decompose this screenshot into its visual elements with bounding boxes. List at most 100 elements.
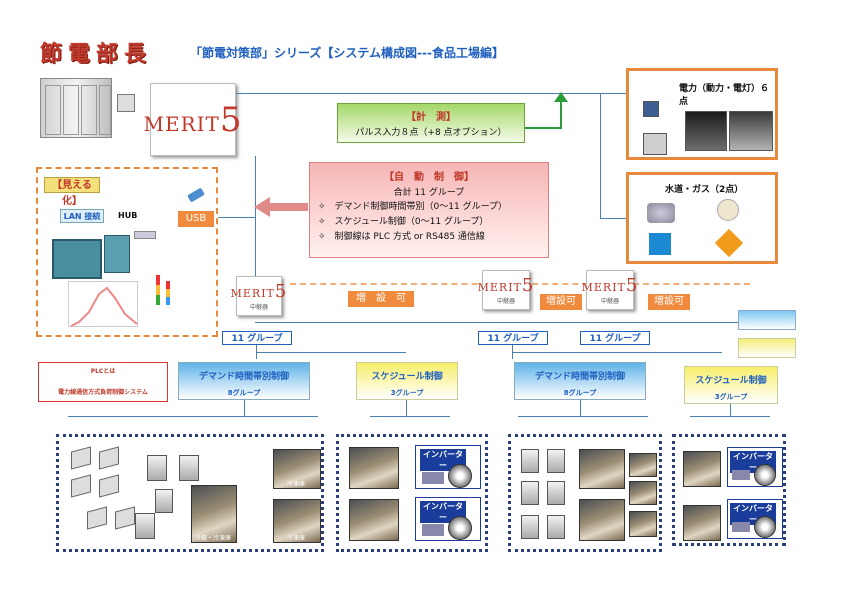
schedule-sub: 3グループ [714, 393, 748, 401]
inverter-box: インバーター [415, 497, 481, 541]
warehouse-photo [683, 451, 721, 487]
warehouse-photo [579, 449, 625, 489]
equipment-cabinet-icon [521, 481, 539, 505]
plc-title: PLCとは [90, 368, 116, 375]
connector-line [406, 400, 407, 416]
control-item: ✧ デマンド制御時間帯別（0～11 グループ） [318, 202, 508, 212]
equipment-group-3 [508, 434, 662, 552]
demand-sub: 8グループ [227, 389, 261, 397]
aircon-icon [99, 446, 119, 470]
arrow-head-icon [554, 92, 568, 102]
control-title: 【自 動 制 御】 [384, 172, 474, 183]
photo-caption: 冷凍庫 [287, 481, 306, 488]
faucet-icon [649, 233, 671, 255]
connector-line [512, 352, 722, 353]
lan-label: LAN 接続 [60, 209, 104, 223]
control-item: ✧ 制御線は PLC 方式 or RS485 通信線 [318, 232, 485, 242]
factory-photo [729, 111, 773, 151]
visual-connection-line [218, 217, 256, 218]
water-gas-box: 水道・ガス（2点） [626, 172, 778, 264]
visualization-box: 【見える化】 LAN 接続 HUB USB [36, 167, 218, 337]
aircon-icon [71, 474, 91, 498]
control-item: ✧ スケジュール制御（0～11 グループ） [318, 217, 489, 227]
motor-icon [422, 472, 444, 484]
water-meter-icon [647, 203, 675, 223]
merit5-main-unit: MERIT5 [143, 83, 242, 156]
aircon-icon [115, 506, 135, 530]
expansion-label: 増設可 [540, 294, 582, 310]
power-title: 電力（動力・電灯）６点 [679, 84, 770, 107]
demand-title: デマンド時間帯別制御 [198, 372, 289, 382]
equipment-cabinet-icon [547, 515, 565, 539]
demand-control-2: デマンド時間帯別制御 8グループ [514, 362, 646, 400]
measure-box: 【計 測】 パルス入力８点（+8 点オプション） [337, 103, 525, 143]
measure-title: 【計 測】 [406, 112, 456, 123]
gas-flame-icon [714, 228, 744, 258]
warehouse-photo [349, 447, 399, 489]
warehouse-photo [349, 499, 399, 541]
warehouse-photo [629, 481, 657, 505]
distribution-cabinet [40, 78, 112, 138]
connector-line [370, 416, 450, 417]
arrow-left-icon [268, 203, 308, 211]
hub-label: HUB [118, 211, 138, 220]
control-box: 【自 動 制 御】 合計 11 グループ ✧ デマンド制御時間帯別（0～11 グ… [309, 162, 549, 258]
group-label: 11 グループ [580, 331, 650, 345]
signal-tower-icon [156, 275, 160, 305]
graph-thumbnail [68, 281, 138, 327]
water-title: 水道・ガス（2点） [665, 185, 744, 195]
equipment-cabinet-icon [547, 481, 565, 505]
page-subtitle: 「節電対策部」シリーズ【システム構成図---食品工場編】 [190, 46, 504, 60]
demand-title: デマンド時間帯別制御 [534, 372, 625, 382]
repeater-label: 中継器 [496, 298, 515, 305]
fan-motor-icon [754, 464, 776, 486]
equipment-group-4: インバーター インバーター [672, 434, 786, 546]
equipment-group-1: 冷蔵・冷凍庫 冷凍庫 冷凍庫 [56, 434, 324, 552]
warehouse-photo [273, 499, 321, 543]
inverter-box: インバーター [727, 447, 783, 487]
repeater-label: 中継器 [600, 298, 619, 305]
warehouse-photo [683, 505, 721, 541]
photo-caption: 冷蔵・冷凍庫 [195, 535, 232, 542]
motor-icon [732, 522, 750, 532]
plc-text: 電力線通信方式負荷制御システム [58, 389, 148, 396]
demand-control-1: デマンド時間帯別制御 8グループ [178, 362, 310, 400]
group-label: 11 グループ [478, 331, 548, 345]
factory-photo [685, 111, 727, 151]
pc-monitor-icon [52, 239, 102, 279]
arrow-left-head-icon [254, 197, 270, 217]
gas-meter-icon [717, 199, 739, 221]
fan-motor-icon [754, 516, 776, 538]
pc-tower-icon [104, 235, 130, 273]
demand-sub: 8グループ [563, 389, 597, 397]
visual-title: 【見える化】 [44, 177, 100, 207]
hub-icon [134, 231, 156, 239]
merit5-repeater-3: MERIT5 中継器 [582, 270, 637, 310]
warehouse-photo [629, 453, 657, 477]
merit5-repeater-1: MERIT5 中継器 [231, 276, 286, 316]
aircon-icon [71, 446, 91, 470]
plc-note: PLCとは 電力線通信方式負荷制御システム [38, 362, 168, 402]
warehouse-photo [629, 511, 657, 537]
vertical-line-right [600, 93, 601, 218]
fan-motor-icon [448, 464, 472, 488]
schedule-sub: 3グループ [390, 389, 424, 397]
freezer-photo [191, 485, 237, 543]
aircon-icon [99, 474, 119, 498]
motor-icon [422, 524, 444, 536]
merit-number: 5 [219, 99, 243, 140]
schedule-control-1: スケジュール制御 3グループ [356, 362, 458, 400]
photo-caption: 冷凍庫 [287, 535, 306, 542]
fan-motor-icon [448, 516, 472, 540]
power-box: 電力（動力・電灯）６点 [626, 68, 778, 160]
connector-line [580, 400, 581, 416]
bus-line-2 [255, 322, 795, 323]
inverter-box: インバーター [727, 499, 783, 539]
equipment-cabinet-icon [179, 455, 199, 481]
schedule-title: スケジュール制御 [371, 372, 443, 382]
arrow-up-icon [560, 94, 562, 128]
line-to-water [600, 218, 626, 219]
signal-tower-icon [166, 281, 170, 305]
usb-icon [187, 187, 205, 203]
usb-label: USB [178, 211, 214, 227]
